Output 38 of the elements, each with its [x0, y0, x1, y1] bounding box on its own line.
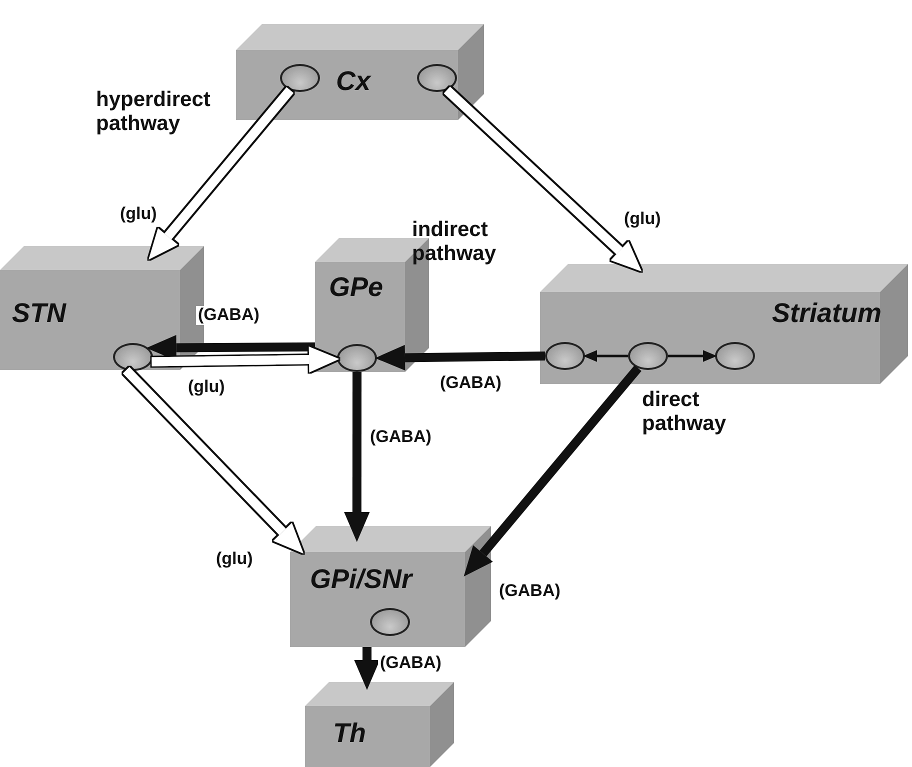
edge-label: (GABA)	[368, 428, 434, 447]
edge-label: (GABA)	[438, 374, 504, 393]
edge-label: (glu)	[622, 210, 663, 229]
neuron-circle	[280, 64, 320, 92]
region-label: STN	[12, 300, 66, 327]
region-label: GPi/SNr	[310, 566, 412, 593]
neuron-circle	[545, 342, 585, 370]
arrow	[152, 346, 340, 372]
arrow	[354, 647, 380, 690]
neuron-circle	[715, 342, 755, 370]
neuron-circle	[113, 343, 153, 371]
arrow	[583, 350, 628, 362]
pathway-label: direct pathway	[642, 388, 728, 436]
edge-label: (glu)	[186, 378, 227, 397]
brain-region-block	[290, 526, 491, 647]
edge-label: (glu)	[118, 205, 159, 224]
region-label: Cx	[336, 68, 371, 95]
edge-label: (GABA)	[497, 582, 562, 601]
region-label: Th	[333, 720, 366, 747]
brain-region-block	[540, 264, 908, 384]
neuron-circle	[370, 608, 410, 636]
arrow	[344, 372, 370, 542]
edge-label: (GABA)	[378, 654, 444, 673]
neuron-circle	[417, 64, 457, 92]
arrow	[668, 350, 717, 362]
region-label: Striatum	[772, 300, 882, 327]
arrow	[444, 86, 642, 272]
pathway-label: indirect pathway	[412, 218, 498, 266]
edge-label: (glu)	[214, 550, 255, 569]
brain-region-block	[305, 682, 454, 767]
edge-label: (GABA)	[196, 306, 262, 325]
region-label: GPe	[329, 274, 384, 301]
arrow	[464, 365, 642, 577]
neuron-circle	[628, 342, 668, 370]
arrow	[375, 344, 546, 371]
neuron-circle	[337, 344, 377, 372]
pathway-label: hyperdirect pathway	[96, 88, 212, 136]
brain-region-block	[236, 24, 484, 120]
